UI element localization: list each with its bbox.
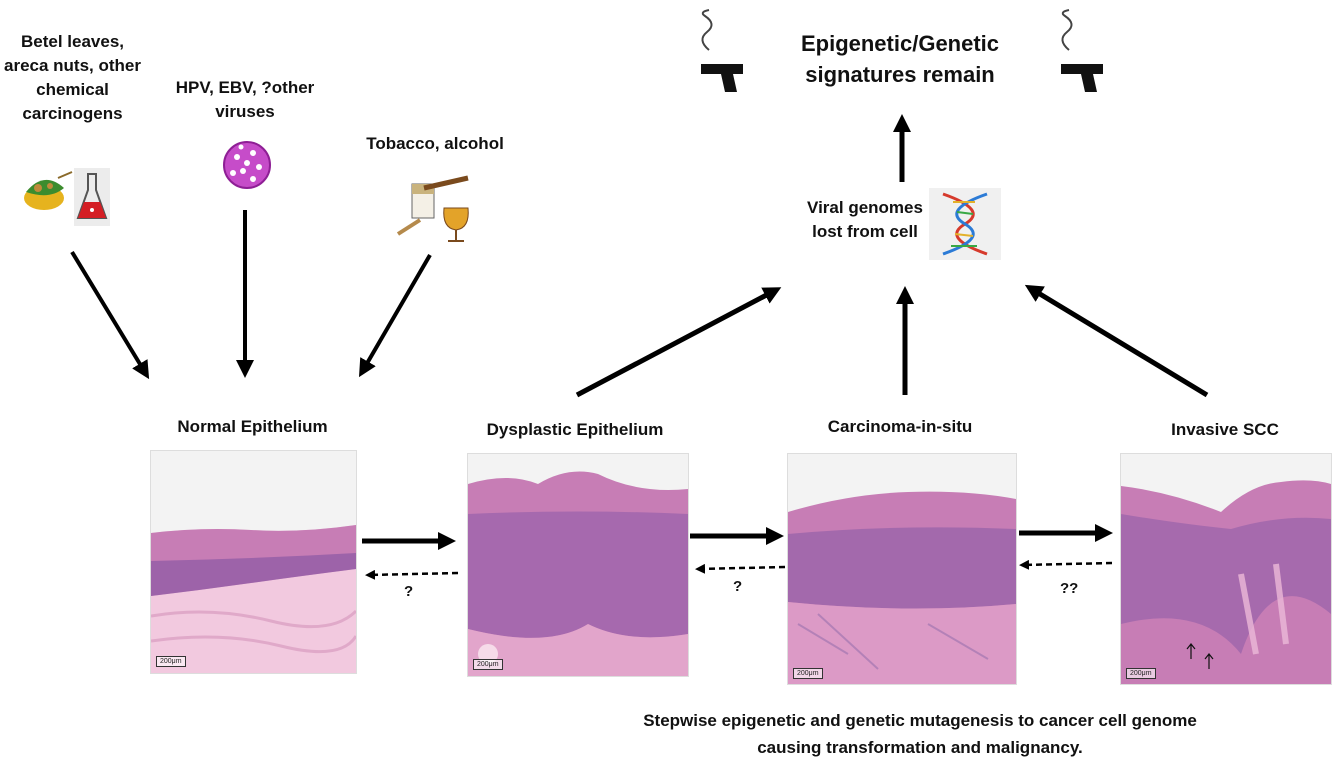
invasive-scc-image: 200μm xyxy=(1120,453,1332,685)
betel-leaf-icon xyxy=(24,171,73,210)
cigarette-brandy-icon xyxy=(396,175,469,242)
tobacco-label: Tobacco, alcohol xyxy=(366,134,504,153)
stage-label-normal: Normal Epithelium xyxy=(177,417,328,436)
normal-epithelium-image: 200μm xyxy=(150,450,357,674)
arrow-invasive-to-viral xyxy=(1024,284,1209,398)
dna-icon xyxy=(929,188,1001,260)
scale-bar: 200μm xyxy=(156,656,186,667)
reverse-label-3: ?? xyxy=(1060,580,1079,597)
stage-label-cis: Carcinoma-in-situ xyxy=(827,417,973,436)
arrow-invasive-back-to-cis xyxy=(1019,559,1113,570)
scale-bar: 200μm xyxy=(473,659,503,670)
carcinoma-in-situ-image: 200μm xyxy=(787,453,1017,685)
reverse-label-1: ? xyxy=(404,583,414,600)
stage-label-dysplastic: Dysplastic Epithelium xyxy=(486,420,664,439)
smoking-gun-icon xyxy=(701,9,743,92)
arrow-tobacco-to-normal xyxy=(358,253,432,378)
caption: Stepwise epigenetic and genetic mutagene… xyxy=(643,711,1197,757)
dysplastic-epithelium-image: 200μm xyxy=(467,453,689,677)
arrow-betel-to-normal xyxy=(70,250,150,380)
smoking-gun-icon xyxy=(1061,9,1103,92)
reverse-label-2: ? xyxy=(733,578,743,595)
arrow-cis-back-to-dysplastic xyxy=(695,563,786,574)
scale-bar: 200μm xyxy=(793,668,823,679)
scale-bar: 200μm xyxy=(1126,668,1156,679)
arrow-dysplastic-back-to-normal xyxy=(365,569,459,580)
flask-icon xyxy=(74,168,110,226)
virus-icon xyxy=(223,141,271,189)
stage-label-invasive: Invasive SCC xyxy=(1171,420,1279,439)
arrow-dysplastic-to-viral xyxy=(575,287,782,398)
